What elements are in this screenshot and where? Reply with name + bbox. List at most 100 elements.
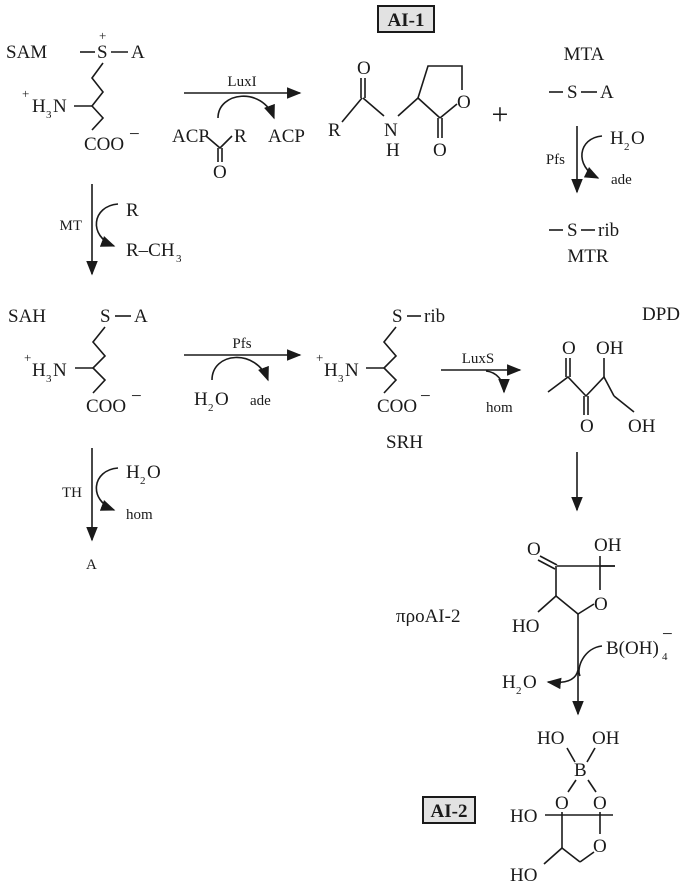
ai1-lactone-o: O [433,140,447,161]
mta-s: S [567,82,578,103]
acyl-r: R [234,126,247,147]
luxi-enzyme: LuxI [227,74,256,90]
adenine-out-2: ade [250,393,271,409]
luxi-reaction: LuxI ACP R O ACP [172,74,305,183]
methyl-sub: 3 [176,253,182,265]
sah-name: SAH [8,306,46,327]
pfs-enzyme-2: Pfs [232,336,251,352]
dpd-oh2: OH [628,416,656,437]
borate-reagent: B(OH) [606,638,659,659]
borate-charge: − [662,624,673,645]
methyl-acceptor: R [126,200,139,221]
sam-sulfur: S [97,42,108,63]
dpd-o2: O [580,416,594,437]
water-h: H [610,128,624,149]
water-o: O [631,128,645,149]
water4-sub: 2 [516,685,522,697]
adenine-product: A [86,557,97,573]
amine-charge: + [22,86,29,101]
water3-sub: 2 [140,475,146,487]
srh-name: SRH [386,432,423,453]
proai2-ring-o: O [594,594,608,615]
pfs-enzyme-1: Pfs [546,152,565,168]
sah-amine-sub: 3 [46,373,52,385]
luxs-enzyme: LuxS [462,351,495,367]
ai1-label-box: AI-1 [377,5,435,33]
mtr-name: MTR [567,246,609,267]
amine-h: H [32,96,46,117]
sah-amine-charge: + [24,350,31,365]
carboxylate-charge: − [129,124,140,145]
proai2-ketone-o: O [527,539,541,560]
ai2-structure: HO OH B O O HO O HO [510,728,620,886]
homocysteine-out-2: hom [126,507,153,523]
mt-enzyme: MT [60,218,83,234]
sah-s: S [100,306,111,327]
sah-carboxylate: COO [86,396,126,417]
sah-structure: SAH S A + H 3 N COO − [8,306,148,417]
mta-structure: MTA S A [549,44,614,103]
ai2-oh1: OH [592,728,620,749]
ai1-structure: R O N H O O [328,58,471,161]
water3-h: H [126,462,140,483]
srh-s: S [392,306,403,327]
srh-amine-charge: + [316,350,323,365]
srh-structure: S rib + H 3 N COO − SRH [316,306,445,453]
srh-rib: rib [424,306,445,327]
sah-amine-h: H [32,360,46,381]
plus-sign: + [492,98,509,131]
proai2-name: προAI-2 [396,606,460,627]
srh-carboxylate: COO [377,396,417,417]
borate-sub: 4 [662,651,668,663]
adenine-out-1: ade [611,172,632,188]
ai1-r: R [328,120,341,141]
homocysteine-out-1: hom [486,400,513,416]
amine-sub: 3 [46,109,52,121]
water2-sub: 2 [208,402,214,414]
mtr-structure: S rib MTR [549,220,619,267]
proai2-structure: προAI-2 O OH O HO [396,535,622,637]
pfs-mta-reaction: Pfs H 2 O ade [546,126,645,194]
sulfonium-charge: + [99,28,106,43]
ai2-o1: O [555,793,569,814]
amine-n: N [53,96,67,117]
ai1-h: H [386,140,400,161]
luxs-reaction: LuxS hom [441,351,522,416]
ai2-o3: O [593,836,607,857]
ai2-o2: O [593,793,607,814]
ai1-carbonyl-o: O [357,58,371,79]
dpd-o1: O [562,338,576,359]
ai2-label: AI-2 [431,801,468,822]
ai2-label-box: AI-2 [422,796,476,824]
pfs-sah-reaction: Pfs H 2 O ade [184,336,302,414]
proai2-oh: OH [594,535,622,556]
water4-h: H [502,672,516,693]
sam-name: SAM [6,42,47,63]
srh-amine-h: H [324,360,338,381]
mta-a: A [600,82,614,103]
mtr-rib: rib [598,220,619,241]
mt-reaction: MT R R–CH 3 [60,184,182,276]
sah-a: A [134,306,148,327]
water-sub: 2 [624,141,630,153]
ai2-boron: B [574,760,587,781]
borate-reaction: B(OH) 4 − H 2 O [502,614,673,716]
sah-amine-n: N [53,360,67,381]
methylated-product: R–CH [126,240,175,261]
water3-o: O [147,462,161,483]
dpd-oh1: OH [596,338,624,359]
dpd-name: DPD [642,304,680,325]
ai2-ho3: HO [510,865,537,886]
ai1-label: AI-1 [388,10,425,31]
ai1-n: N [384,120,398,141]
acp-product: ACP [268,126,305,147]
srh-amine-sub: 3 [338,373,344,385]
water2-h: H [194,389,208,410]
mtr-s: S [567,220,578,241]
th-enzyme: TH [62,485,82,501]
sam-structure: SAM + S A + H 3 N COO − [6,28,145,155]
water4-o: O [523,672,537,693]
ai1-ring-o: O [457,92,471,113]
acp-substrate: ACP [172,126,209,147]
